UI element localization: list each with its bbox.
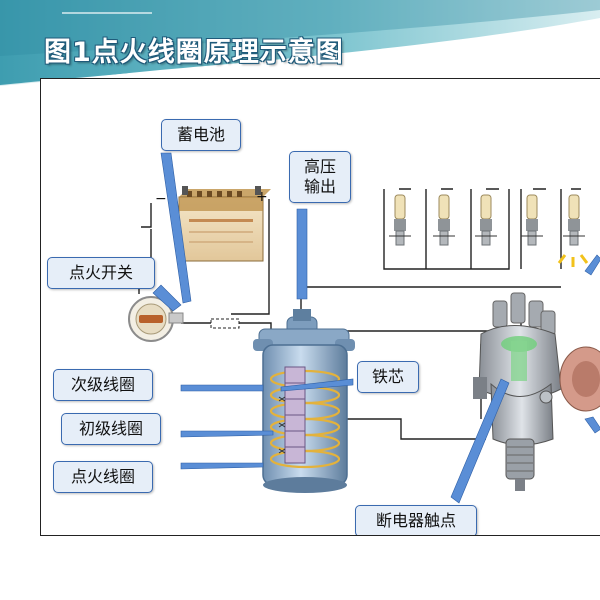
fuse (210, 318, 240, 329)
battery-negative-terminal: − (155, 191, 167, 207)
breaker-contacts-label: 断电器触点 (355, 505, 477, 535)
ignition-switch-label: 点火开关 (47, 257, 155, 289)
iron-core-label: 铁芯 (357, 361, 419, 393)
callout-pointers (152, 152, 600, 504)
primary-coil-label: 初级线圈 (61, 413, 161, 445)
diagram-frame: − + (40, 78, 600, 536)
ignition-coil-label: 点火线圈 (53, 461, 153, 493)
battery-positive-terminal: + (256, 189, 268, 205)
secondary-coil-label: 次级线圈 (53, 369, 153, 401)
battery-label: 蓄电池 (161, 119, 241, 151)
header-band (0, 0, 600, 87)
ignition-coil-illustration (253, 309, 355, 493)
wiring (138, 188, 581, 440)
page-title: 图1点火线圈原理示意图 (44, 37, 344, 68)
ignition-switch-illustration (128, 296, 184, 342)
high-voltage-output-label: 高压 输出 (289, 151, 351, 203)
spark-plugs (389, 194, 589, 267)
distributor-illustration (473, 292, 600, 491)
